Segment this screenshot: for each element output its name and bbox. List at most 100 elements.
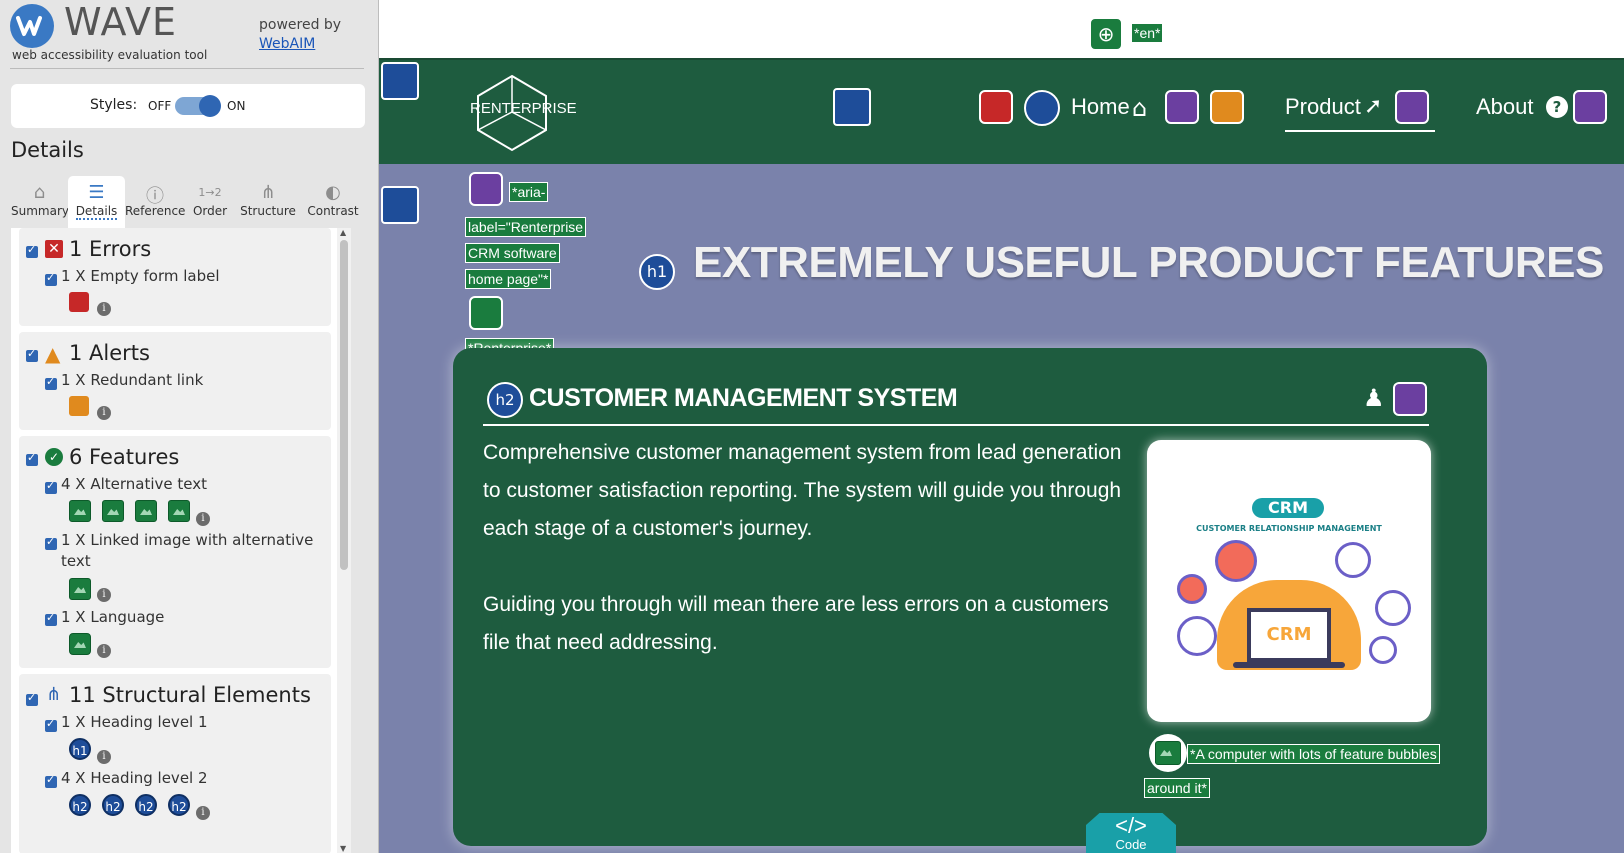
crm-image-subtitle: CUSTOMER RELATIONSHIP MANAGEMENT — [1196, 524, 1382, 533]
nav-product[interactable]: Product — [1285, 94, 1361, 119]
tab-contrast[interactable]: ◐Contrast — [301, 176, 365, 228]
alt-image-icon[interactable] — [102, 500, 124, 522]
brand-logo-icon[interactable] — [471, 72, 553, 154]
linked-image-item: 1 X Linked image with alternative text — [61, 531, 314, 570]
list-region-icon[interactable] — [833, 88, 871, 126]
alt-image-icon[interactable] — [168, 500, 190, 522]
globe-icon[interactable]: ⊕ — [1090, 18, 1122, 50]
wave-logo-text: WAVE — [64, 0, 178, 44]
alt-image-icon[interactable] — [1155, 741, 1181, 765]
aria-label-icon[interactable] — [469, 172, 503, 206]
language-checkbox[interactable] — [45, 611, 57, 626]
list-structure-icon[interactable] — [1024, 90, 1060, 126]
styles-off-label: OFF — [148, 99, 172, 113]
info-icon[interactable]: i — [97, 750, 111, 764]
home-icon: ⌂ — [1132, 94, 1148, 122]
info-icon[interactable]: i — [97, 406, 111, 420]
tab-summary[interactable]: ⌂Summary — [11, 182, 69, 218]
alerts-checkbox[interactable] — [26, 347, 38, 362]
alt-text-checkbox[interactable] — [45, 479, 57, 494]
empty-label-error-icon[interactable] — [979, 90, 1013, 124]
styles-label: Styles: — [90, 97, 138, 113]
styles-toggle[interactable] — [175, 95, 221, 117]
structure-icon: ⋔ — [260, 182, 276, 203]
webaim-link[interactable]: WebAIM — [259, 36, 316, 52]
alerts-title: 1 Alerts — [69, 341, 150, 365]
details-heading: Details — [11, 138, 84, 162]
code-icon: </> — [1115, 813, 1147, 838]
info-icon[interactable]: i — [196, 512, 210, 526]
h1-badge-icon[interactable]: h1 — [639, 254, 675, 290]
errors-card: ✕ 1 Errors 1 X Empty form label i — [19, 228, 331, 326]
code-toggle-button[interactable]: </> Code — [1086, 813, 1176, 853]
structure-checkbox[interactable] — [26, 691, 38, 706]
h2-badge-icon[interactable]: h2 — [135, 794, 157, 816]
alt-image-icon[interactable] — [69, 500, 91, 522]
h1-badge-icon[interactable]: h1 — [69, 738, 91, 760]
features-checkbox[interactable] — [26, 451, 38, 466]
info-icon[interactable]: i — [97, 588, 111, 602]
aria-hidden-icon[interactable] — [1393, 382, 1427, 416]
nav-home[interactable]: Home — [1071, 94, 1130, 119]
h2-badge-icon[interactable]: h2 — [168, 794, 190, 816]
tab-details[interactable]: ☰Details — [68, 176, 125, 228]
h2-badge-icon[interactable]: h2 — [487, 382, 523, 418]
linked-image-icon[interactable] — [69, 578, 91, 600]
info-icon[interactable]: i — [97, 644, 111, 658]
aria-label-line: label="Renterprise — [465, 217, 587, 237]
h2-badge-icon[interactable]: h2 — [69, 794, 91, 816]
structure-icon: ⋔ — [46, 684, 62, 705]
h2-badge-icon[interactable]: h2 — [102, 794, 124, 816]
mail-icon — [1369, 636, 1397, 664]
page-heading: EXTREMELY USEFUL PRODUCT FEATURES — [693, 238, 1604, 287]
scroll-thumb[interactable] — [340, 240, 348, 570]
linked-image-checkbox[interactable] — [45, 535, 57, 550]
evaluated-page: ⊕ *en* RENTERPRISE Home ⌂ Product ➚ Abou… — [379, 0, 1624, 853]
tab-structure[interactable]: ⋔Structure — [235, 176, 301, 228]
crm-illustration: CRM CUSTOMER RELATIONSHIP MANAGEMENT CRM — [1147, 440, 1431, 722]
divider — [10, 68, 364, 69]
aria-hidden-icon[interactable] — [1395, 90, 1429, 124]
scroll-up-icon[interactable]: ▲ — [340, 228, 347, 237]
structure-card: ⋔ 11 Structural Elements 1 X Heading lev… — [19, 674, 331, 853]
feature-divider — [483, 424, 1429, 426]
heading-level-2-item: 4 X Heading level 2 — [61, 769, 208, 787]
errors-checkbox[interactable] — [26, 243, 38, 258]
alerts-card: ▲ 1 Alerts 1 X Redundant link i — [19, 332, 331, 430]
language-label: *en* — [1131, 23, 1164, 43]
alt-text-item: 4 X Alternative text — [61, 475, 208, 493]
feature-check-icon: ✓ — [45, 448, 63, 466]
heading-level-1-item: 1 X Heading level 1 — [61, 713, 208, 731]
nav-about[interactable]: About — [1476, 94, 1534, 119]
user-icon: ♟ — [1363, 384, 1385, 412]
info-icon[interactable]: i — [196, 806, 210, 820]
alt-image-icon[interactable] — [135, 500, 157, 522]
aria-hidden-icon[interactable] — [1573, 90, 1607, 124]
redundant-link-icon[interactable] — [69, 396, 89, 416]
aria-label-line: CRM software — [465, 243, 560, 263]
errors-title: 1 Errors — [69, 237, 152, 261]
feature-title: CUSTOMER MANAGEMENT SYSTEM — [529, 384, 958, 412]
brand-name: RENTERPRISE — [470, 100, 577, 117]
page-topbar: ⊕ *en* — [379, 0, 1624, 58]
language-globe-icon[interactable] — [69, 633, 91, 655]
redundant-link-icon[interactable] — [1210, 90, 1244, 124]
scroll-down-icon[interactable]: ▼ — [340, 844, 347, 853]
powered-by: powered by WebAIM — [259, 16, 341, 54]
crm-image-title: CRM — [1252, 498, 1324, 518]
region-icon[interactable] — [381, 186, 419, 224]
details-scrollbar[interactable]: ▲ ▼ — [337, 228, 351, 853]
wave-logo-subtitle: web accessibility evaluation tool — [12, 48, 208, 62]
redundant-link-checkbox[interactable] — [45, 375, 57, 390]
info-icon[interactable]: i — [97, 302, 111, 316]
region-icon[interactable] — [381, 62, 419, 100]
h2-checkbox[interactable] — [45, 773, 57, 788]
empty-label-checkbox[interactable] — [45, 271, 57, 286]
tag-error-icon[interactable] — [69, 292, 89, 312]
h1-checkbox[interactable] — [45, 717, 57, 732]
linked-image-icon[interactable] — [469, 296, 503, 330]
features-title: 6 Features — [69, 445, 180, 469]
aria-hidden-icon[interactable] — [1165, 90, 1199, 124]
